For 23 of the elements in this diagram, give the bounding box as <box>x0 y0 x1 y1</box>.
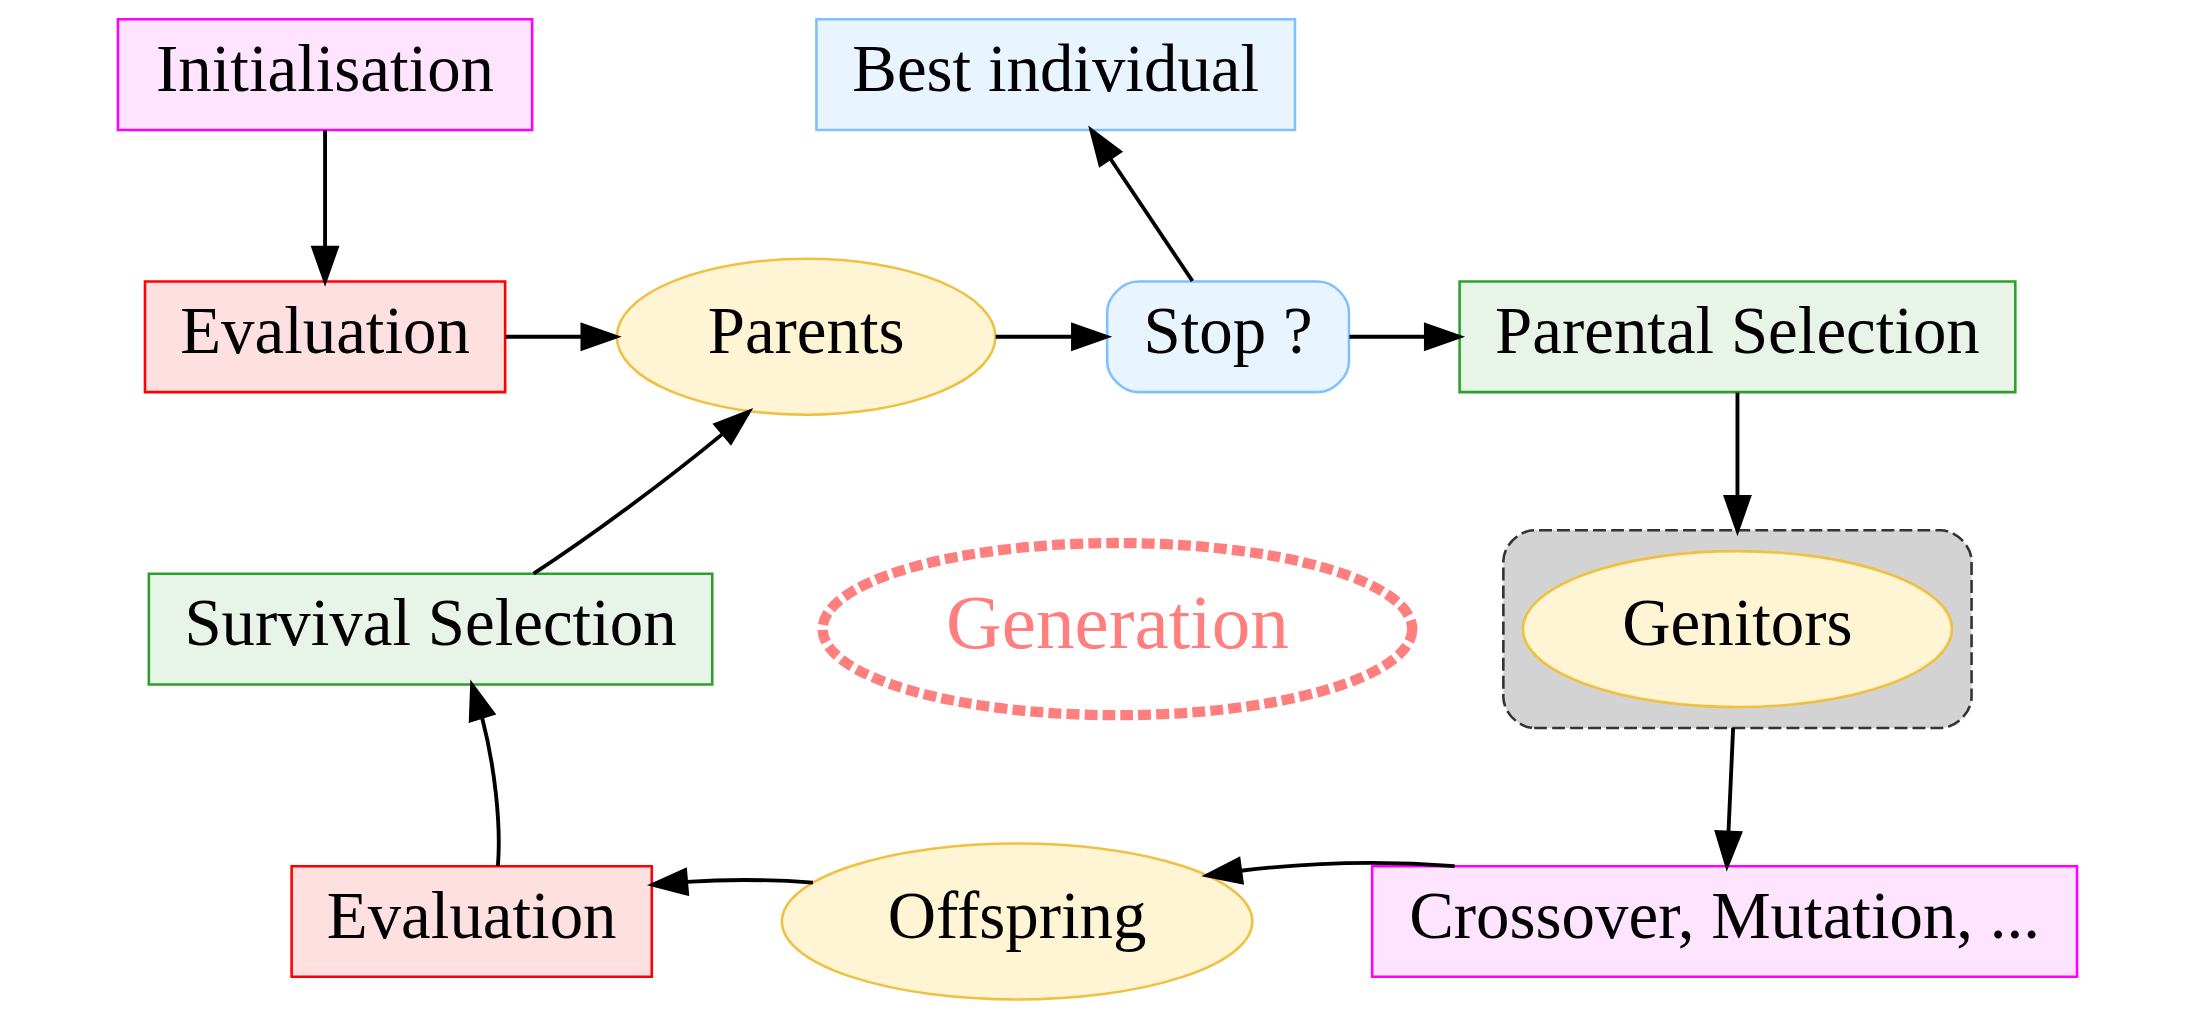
arrow <box>1200 855 1455 885</box>
node-box: Stop ? <box>1105 279 1350 393</box>
arrow <box>646 866 813 896</box>
node-box: Crossover, Mutation, ... <box>1370 864 2078 978</box>
cluster <box>1501 528 1973 729</box>
node-ellipse: Parents <box>615 257 997 416</box>
node-ellipse: Offspring <box>780 841 1254 1001</box>
arrow <box>1713 727 1743 872</box>
node-box: Initialisation <box>116 17 533 131</box>
arrow <box>995 321 1112 351</box>
arrow <box>1348 321 1465 351</box>
arrow <box>468 678 501 866</box>
node-box: Parental Selection <box>1457 279 2017 393</box>
node-ellipse: Genitors <box>1521 549 1953 708</box>
node-ellipse: Generation <box>816 537 1417 720</box>
arrow <box>504 321 622 351</box>
node-box: Best individual <box>814 17 1296 131</box>
node-box: Survival Selection <box>147 572 714 686</box>
node-box: Evaluation <box>289 864 653 978</box>
arrow <box>532 407 753 575</box>
node-box: Evaluation <box>143 279 506 393</box>
arrow <box>310 129 339 287</box>
arrow <box>1087 125 1194 282</box>
